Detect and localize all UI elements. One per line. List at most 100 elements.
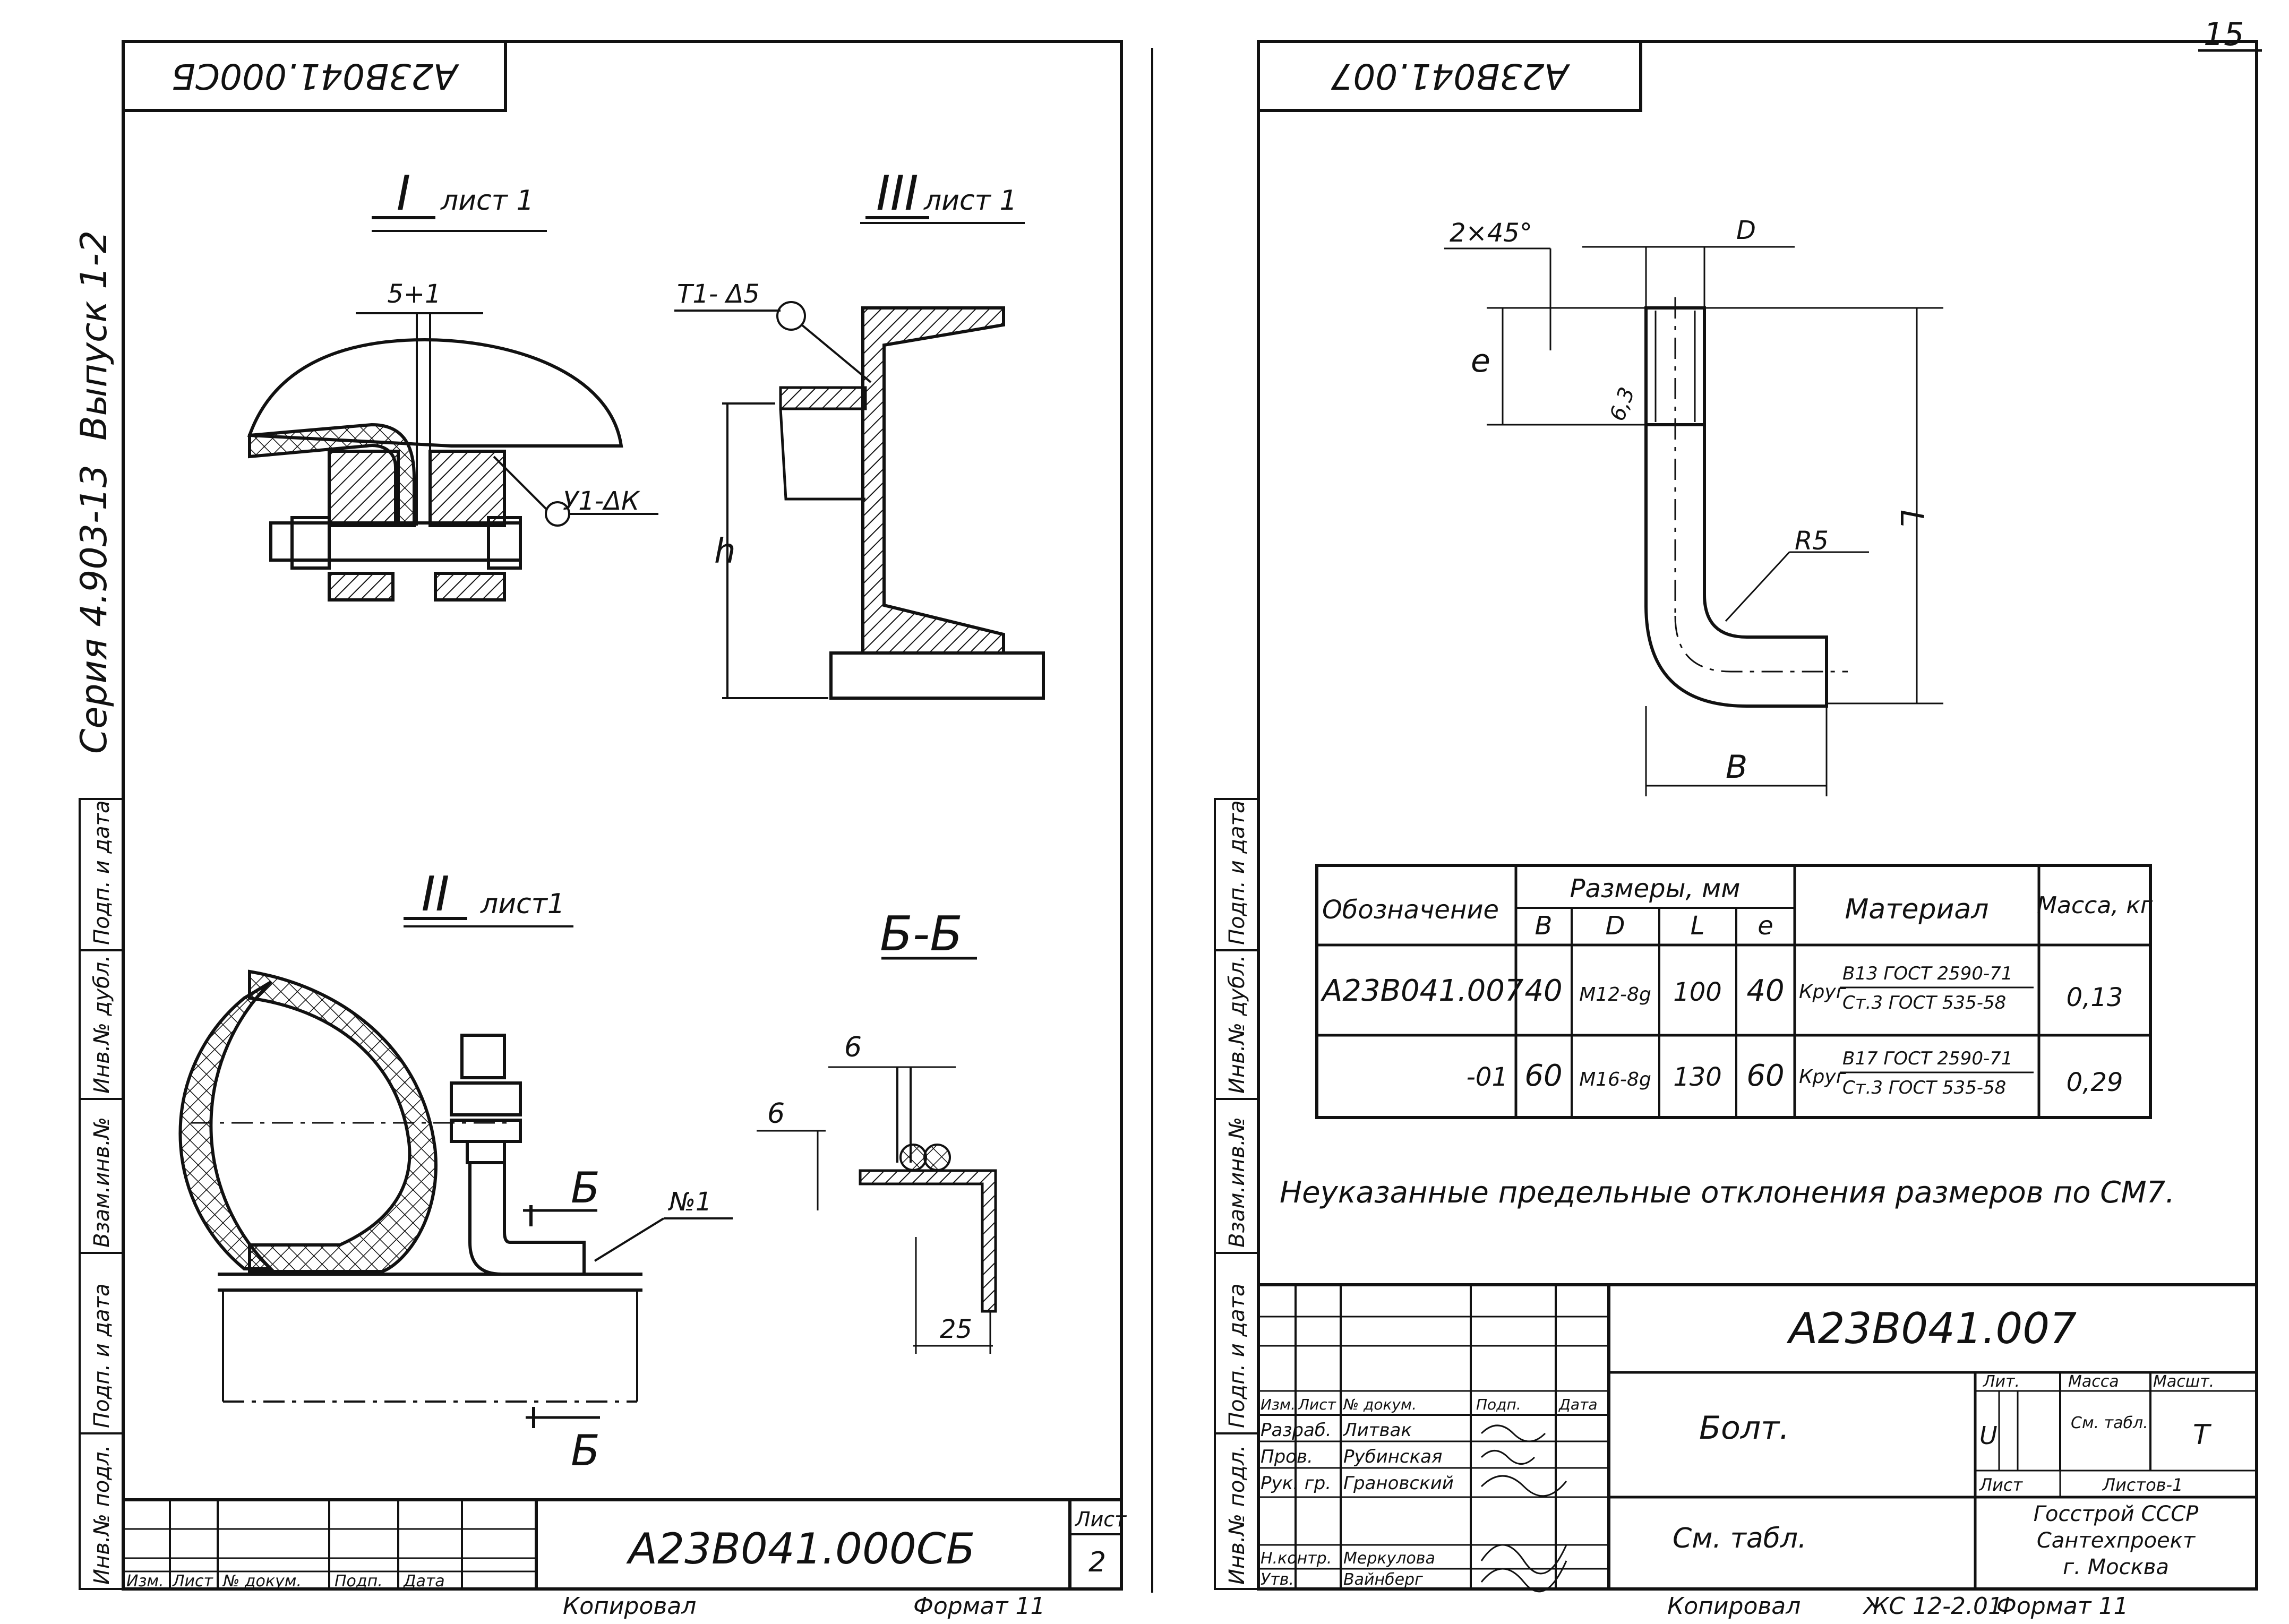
right-side-col-0: Инв.№ подл. — [1225, 1445, 1249, 1585]
bolt-radius: R5 — [1795, 526, 1829, 556]
row0-material-prefix: Круг — [1799, 981, 1847, 1003]
th-d: D — [1606, 911, 1625, 941]
view2-pos: №1 — [667, 1187, 711, 1217]
right-tb-role-1: Пров. — [1261, 1446, 1313, 1467]
bolt-drawing: 2×45° D e 6,3 R5 L — [1444, 216, 1943, 796]
right-footer-code: ЖС 12-2.01 — [1862, 1593, 2003, 1620]
th-e: e — [1758, 911, 1773, 941]
right-tb-mass-value: См. табл. — [2071, 1414, 2148, 1432]
left-title-block: Изм. Лист № докум. Подп. Дата А23В041.00… — [122, 1498, 1127, 1591]
bolt-length-e: e — [1471, 342, 1490, 380]
bolt-width-b: B — [1726, 749, 1747, 786]
right-tb-h0: Изм. — [1261, 1396, 1296, 1413]
left-series-text: Серия 4.903-13 — [73, 465, 115, 754]
view1-note: лист 1 — [440, 185, 534, 217]
signature-0 — [1480, 1424, 1546, 1442]
right-tb-name: Болт. — [1699, 1410, 1789, 1447]
left-side-col-3: Инв.№ дубл. — [90, 955, 114, 1094]
view2-cut-b: Б — [571, 1426, 600, 1475]
left-side-col-0: Инв.№ подл. — [90, 1445, 114, 1585]
left-top-stamp-box — [122, 40, 507, 112]
th-material: Материал — [1845, 893, 1989, 925]
view3-roman: III — [876, 166, 919, 221]
right-sheet-frame — [1257, 40, 2258, 1591]
left-footer-format: Формат 11 — [913, 1593, 1045, 1620]
left-side-strip: Инв.№ подл. Подп. и дата Взам.инв.№ Инв.… — [79, 798, 124, 1590]
right-side-col-3: Инв.№ дубл. — [1225, 955, 1249, 1094]
right-tb-h1: Лист — [1298, 1396, 1336, 1413]
row1-material-bottom: Ст.3 ГОСТ 535-58 — [1842, 1077, 2006, 1098]
view-2: II лист1 Б Б №1 — [178, 866, 733, 1475]
right-tb-name-4: Вайнберг — [1343, 1570, 1423, 1589]
left-tb-sheet-value: 2 — [1088, 1546, 1106, 1578]
view-1: I лист 1 5+1 У1-ΔК — [247, 166, 658, 602]
bolt-length-l: L — [1893, 510, 1930, 527]
view2-cut-a: Б — [571, 1163, 600, 1213]
right-side-strip: Инв.№ подл. Подп. и дата Взам.инв.№ Инв.… — [1214, 798, 1259, 1590]
row1-material-prefix: Круг — [1799, 1066, 1847, 1088]
left-sheet-frame — [122, 40, 1123, 1591]
section-dim-6a: 6 — [844, 1032, 862, 1063]
left-tb-sheet-label: Лист — [1074, 1508, 1127, 1531]
signature-2 — [1480, 1475, 1567, 1497]
row1-e: 60 — [1746, 1059, 1784, 1093]
view3-height: h — [714, 532, 736, 571]
right-tb-org-0: Госстрой СССР — [2034, 1502, 2199, 1526]
right-tb-name-2: Грановский — [1343, 1473, 1454, 1494]
th-sizes: Размеры, мм — [1570, 874, 1741, 904]
section-bb: Б-Б 6 6 25 — [757, 906, 997, 1354]
right-tb-name-3: Меркулова — [1343, 1549, 1435, 1568]
row1-l: 130 — [1673, 1062, 1722, 1092]
row0-mass: 0,13 — [2067, 983, 2123, 1012]
row0-material-top: В13 ГОСТ 2590-71 — [1842, 963, 2012, 984]
right-tb-h2: № докум. — [1342, 1396, 1417, 1413]
left-tb-designation: А23В041.000СБ — [626, 1524, 975, 1574]
row1-designation: -01 — [1467, 1062, 1508, 1092]
view-3: III лист 1 Т1- Δ5 h — [674, 166, 1045, 700]
right-tb-org-1: Сантехпроект — [2037, 1528, 2196, 1553]
right-tb-lit-value: U — [1979, 1421, 1997, 1450]
th-mass: Масса, кг — [2037, 892, 2153, 919]
right-sheet: А23В041.007 Инв.№ подл. Подп. и дата Вза… — [1214, 40, 2258, 1620]
right-tb-h3: Подп. — [1476, 1396, 1521, 1413]
right-side-col-1: Подп. и дата — [1225, 1284, 1249, 1428]
th-designation: Обозначение — [1322, 895, 1499, 925]
view3-note: лист 1 — [923, 185, 1017, 217]
right-tb-role-2: Рук. гр. — [1261, 1473, 1331, 1494]
th-b: B — [1535, 911, 1553, 941]
tolerance-note: Неуказанные предельные отклонения размер… — [1280, 1175, 2175, 1210]
right-tb-sheets-label: Листов-1 — [2102, 1475, 2183, 1495]
signature-4 — [1480, 1560, 1567, 1593]
left-tb-h2: № докум. — [222, 1572, 302, 1591]
right-tb-sheet-label: Лист — [1979, 1475, 2023, 1495]
row1-b: 60 — [1524, 1059, 1562, 1093]
right-tb-name-0: Литвак — [1342, 1420, 1412, 1441]
right-tb-scale-value: Т — [2193, 1419, 2212, 1451]
signature-1 — [1480, 1450, 1536, 1465]
bolt-roughness: 6,3 — [1605, 384, 1640, 425]
left-issue-text: Выпуск 1-2 — [73, 230, 115, 441]
page-number: 15 — [2204, 16, 2244, 53]
dimension-table: Обозначение Размеры, мм Материал Масса, … — [1315, 864, 2153, 1119]
view1-weld: У1-ΔК — [563, 486, 640, 516]
right-tb-role-0: Разраб. — [1261, 1420, 1332, 1441]
section-dim-6b: 6 — [767, 1098, 785, 1130]
view1-roman: I — [397, 166, 411, 221]
right-tb-scale-label: Масшт. — [2153, 1372, 2214, 1391]
bolt-chamfer: 2×45° — [1450, 218, 1532, 248]
right-side-col-4: Подп. и дата — [1225, 801, 1249, 945]
right-side-col-2: Взам.инв.№ — [1225, 1117, 1249, 1248]
row1-d: М16-8g — [1579, 1069, 1651, 1090]
right-tb-lit-label: Лит. — [1983, 1372, 2020, 1391]
right-tb-name-1: Рубинская — [1343, 1446, 1442, 1467]
right-tb-role-4: Утв. — [1261, 1570, 1294, 1589]
left-tb-h0: Изм. — [126, 1572, 164, 1591]
left-side-col-4: Подп. и дата — [90, 801, 114, 945]
right-footer-copied: Копировал — [1667, 1593, 1801, 1620]
th-l: L — [1691, 911, 1705, 941]
view1-gap-dim: 5+1 — [387, 279, 441, 309]
view3-weld: Т1- Δ5 — [677, 279, 760, 309]
signature-3 — [1480, 1544, 1567, 1575]
right-tb-org-2: г. Москва — [2063, 1555, 2169, 1579]
